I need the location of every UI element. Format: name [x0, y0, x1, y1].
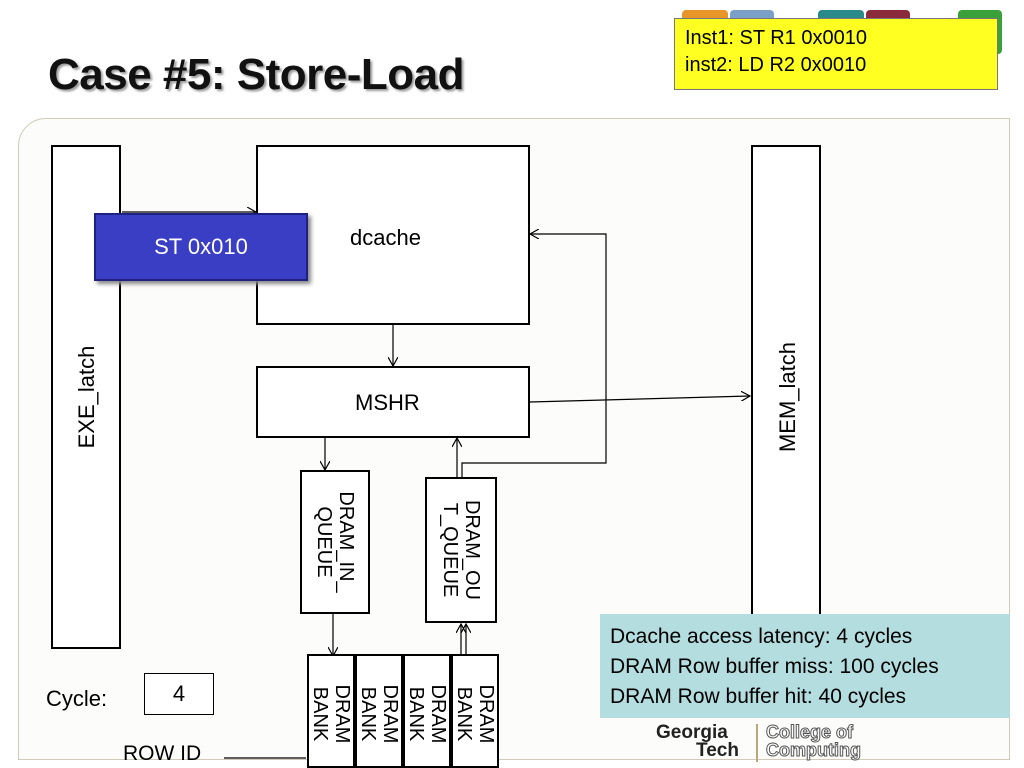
- dram-bank: DRAM BANK: [451, 654, 499, 768]
- row-id-label: ROW ID: [123, 742, 202, 765]
- dram-bank: DRAM BANK: [355, 654, 403, 768]
- mshr-label: MSHR: [355, 390, 420, 415]
- dram-in-queue: [300, 470, 370, 614]
- slide-title: Case #5: Store-Load: [48, 50, 464, 99]
- logo-line-2: Tech: [696, 740, 739, 761]
- latency-row-hit: DRAM Row buffer hit: 40 cycles: [610, 685, 907, 708]
- cycle-value: 4: [144, 673, 214, 715]
- georgia-tech-logo: Georgia Tech College of Computing: [656, 722, 886, 764]
- dram-in-queue-label: DRAM_IN_ QUEUE: [313, 491, 357, 592]
- dram-bank-line-2: BANK: [405, 686, 427, 742]
- dram-bank-line-1: DRAM: [475, 684, 497, 744]
- dram-in-queue-line-2: QUEUE: [313, 506, 335, 578]
- dram-out-queue-line-2: T_QUEUE: [439, 502, 461, 598]
- dcache-label: dcache: [350, 225, 421, 250]
- dram-out-queue-label: DRAM_OU T_QUEUE: [439, 500, 483, 600]
- dram-bank: DRAM BANK: [403, 654, 451, 768]
- dram-bank-line-2: BANK: [357, 686, 379, 742]
- logo-line-4: Computing: [766, 740, 862, 761]
- dram-bank: DRAM BANK: [307, 654, 355, 768]
- instruction-2: inst2: LD R2 0x0010: [685, 54, 867, 76]
- dram-out-queue-line-1: DRAM_OU: [461, 499, 483, 601]
- dram-bank-line-1: DRAM: [379, 684, 401, 744]
- store-request-box: ST 0x010: [94, 213, 308, 281]
- dram-bank-line-1: DRAM: [427, 684, 449, 744]
- mem-latch: [751, 145, 821, 649]
- dram-in-queue-line-1: DRAM_IN_: [335, 491, 357, 593]
- mshr-block: [256, 366, 530, 438]
- logo-divider: [756, 724, 758, 762]
- mem-latch-label: MEM_latch: [775, 341, 800, 453]
- dram-bank-line-2: BANK: [453, 686, 475, 742]
- latency-dcache: Dcache access latency: 4 cycles: [610, 625, 913, 648]
- logo-line-1: Georgia: [656, 722, 728, 743]
- dram-bank-line-2: BANK: [309, 686, 331, 742]
- dram-out-queue: [425, 477, 497, 623]
- logo-line-3: College of: [765, 722, 854, 743]
- latency-info-box: Dcache access latency: 4 cycles DRAM Row…: [600, 614, 1010, 718]
- cycle-label: Cycle:: [46, 686, 108, 711]
- dram-bank-line-1: DRAM: [331, 684, 353, 744]
- instruction-1: Inst1: ST R1 0x0010: [685, 27, 867, 49]
- instruction-box: Inst1: ST R1 0x0010 inst2: LD R2 0x0010: [674, 18, 998, 90]
- exe-latch-label: EXE_latch: [74, 345, 99, 449]
- latency-row-miss: DRAM Row buffer miss: 100 cycles: [610, 655, 939, 678]
